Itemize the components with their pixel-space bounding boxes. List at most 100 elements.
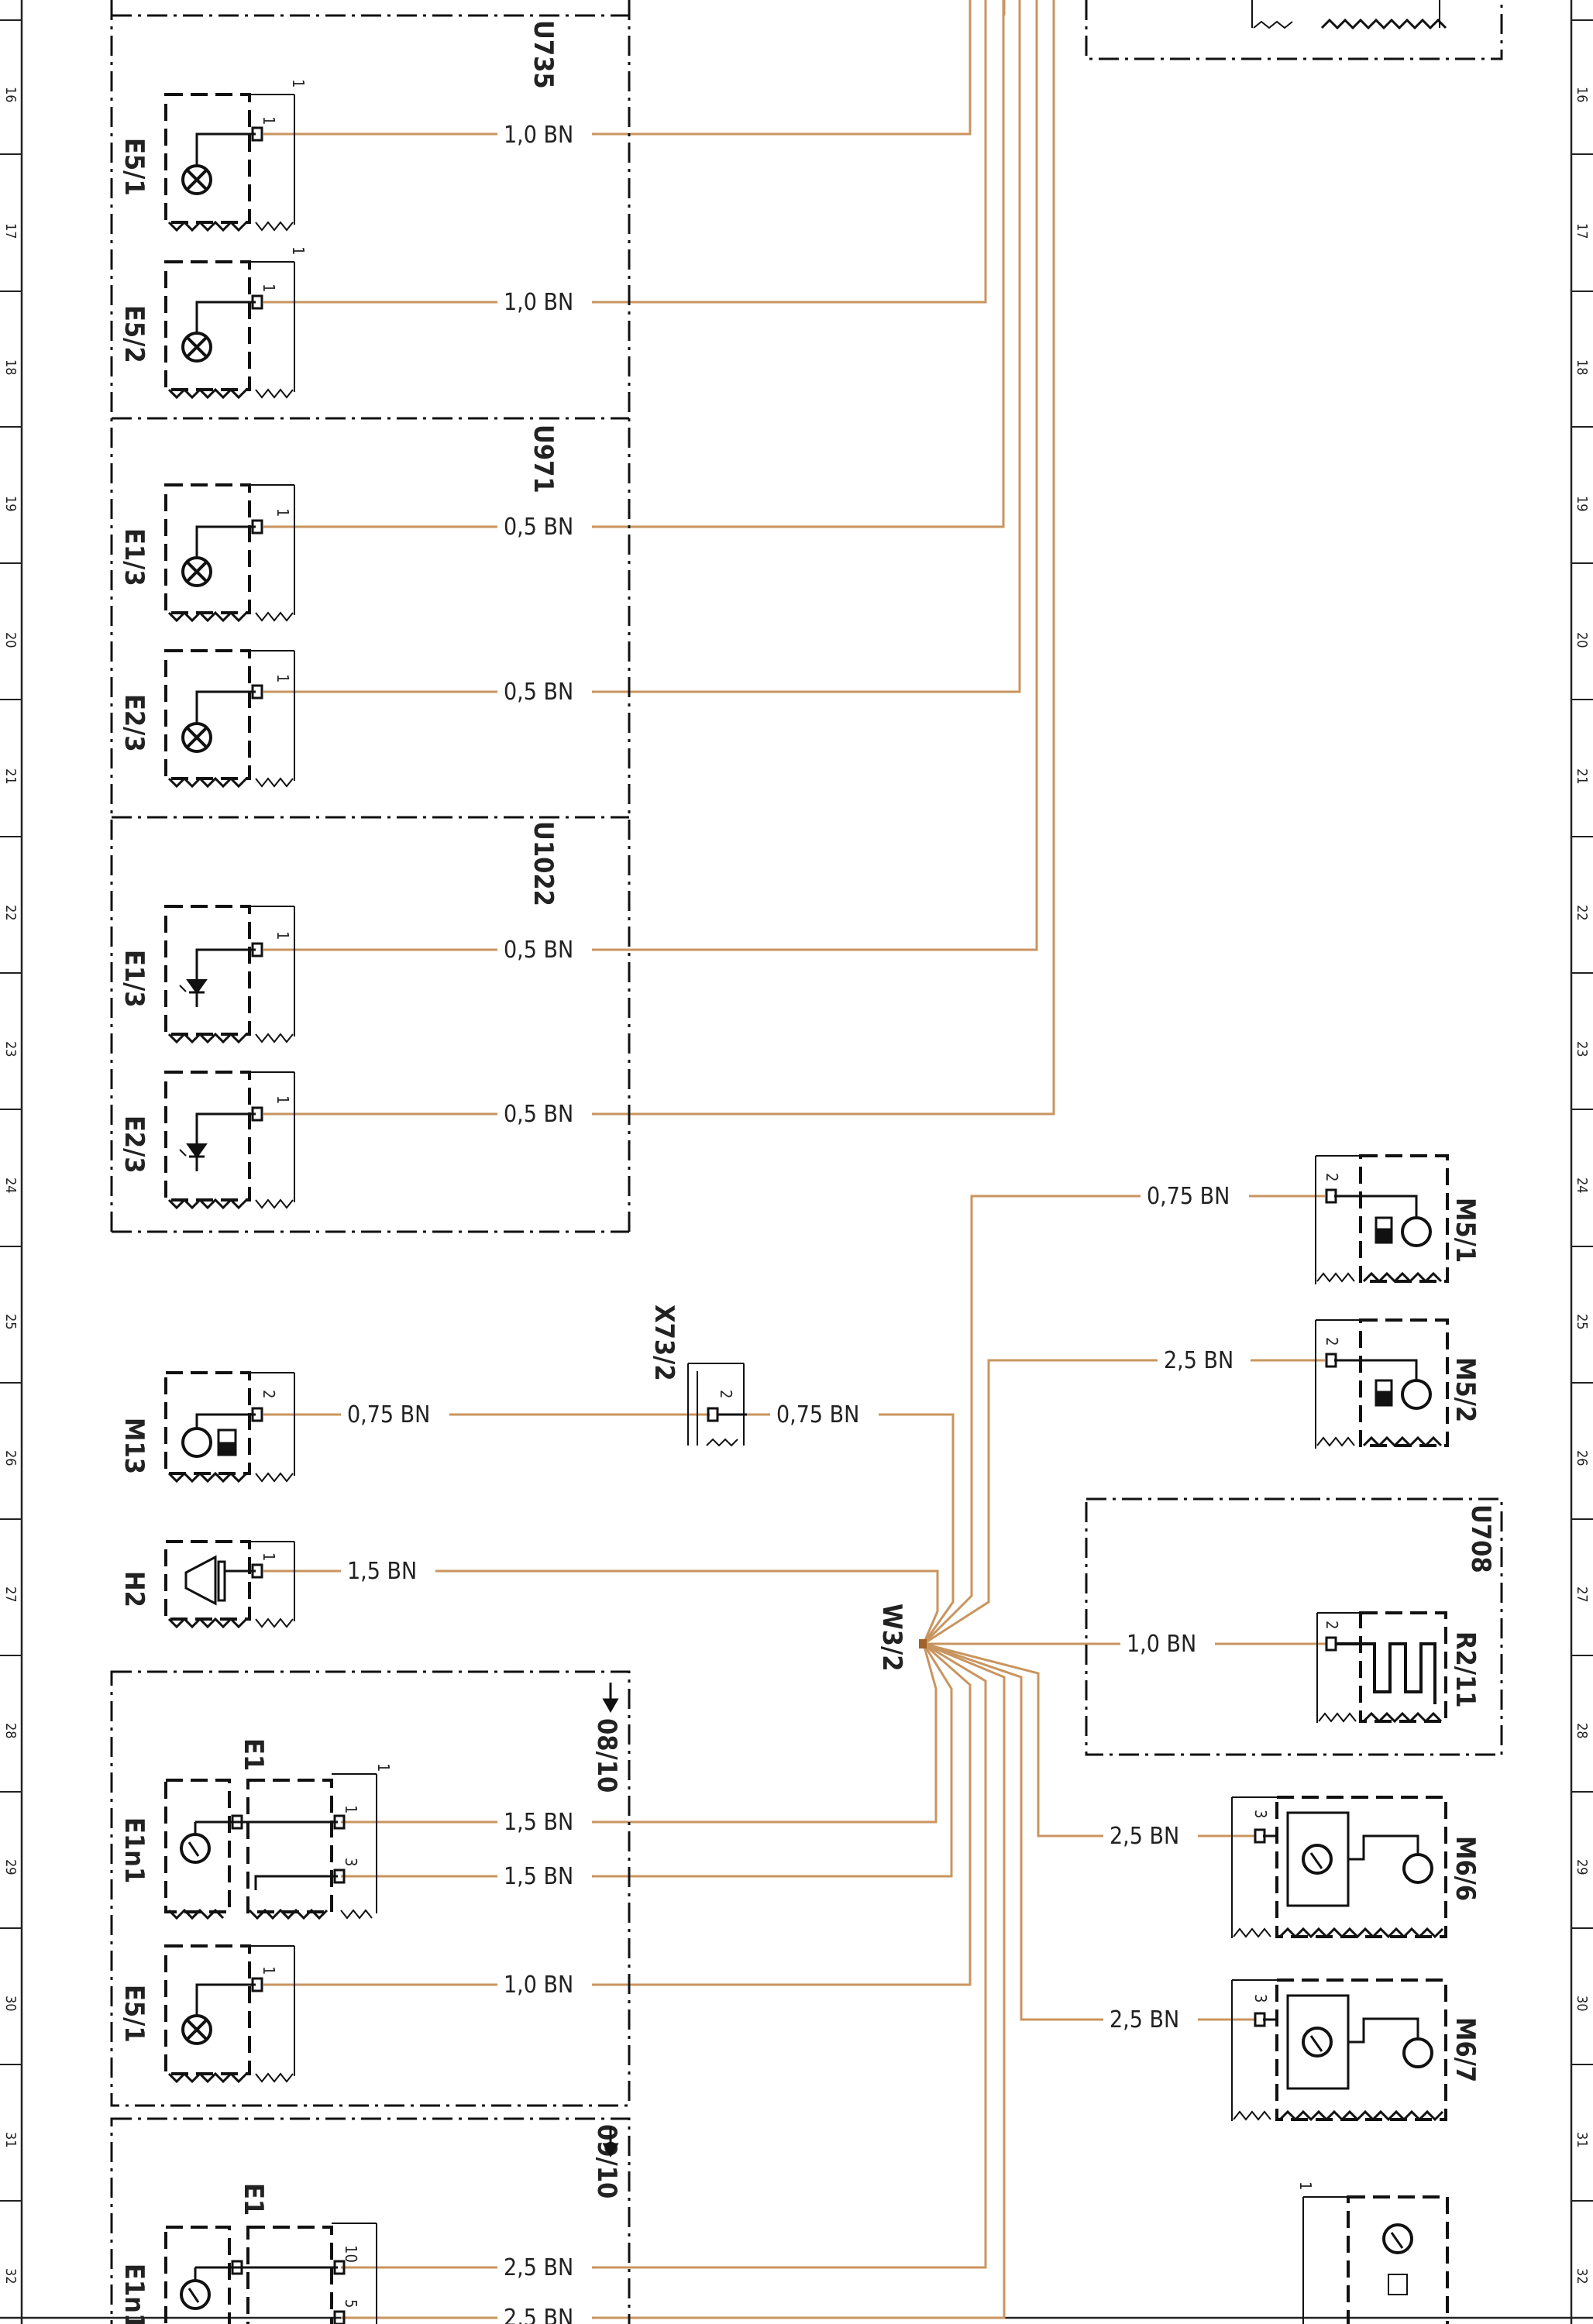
pin-number: 1 [260,1552,278,1561]
component-r2-11 [1316,1611,1447,1724]
label-e2-3-u1022: E2/3 [119,1116,150,1174]
row-number: 16 [2,87,19,103]
wire-m6-7 [923,1642,1255,2021]
label-e5-1-top: E5/1 [119,138,150,196]
row-number: 29 [1574,1859,1590,1875]
label-e5-2: E5/2 [119,305,150,363]
row-number: 26 [2,1450,19,1466]
wire-label: 0,5 BN [504,1101,573,1128]
wire-e1-p3 [341,1643,953,1878]
w3-2-splice [919,1639,927,1648]
row-grid-ticks [0,19,1593,2202]
label-x73-2: X73/2 [649,1305,680,1381]
row-number: 20 [1574,632,1590,648]
wire-m5-2 [923,1359,1325,1645]
pin-number: 1 [289,246,308,255]
wire-labels: 1,0 BN 1,0 BN 0,5 BN 0,5 BN 0,5 BN 0,5 B… [341,121,1251,2324]
row-number: 25 [1574,1314,1590,1330]
component-m5-2 [1315,1318,1449,1449]
components-right [1231,0,1449,2324]
component-h2 [164,1540,295,1629]
label-e1n1-a: E1n1 [119,1817,150,1883]
row-number: 32 [1574,2268,1590,2284]
component-e2-3-u1022 [164,1071,295,1210]
component-partial-bottom-right [1302,2195,1449,2324]
block-arrows [602,1683,619,2158]
group-label-u735: U735 [528,20,559,89]
label-e1-b: E1 [238,2183,269,2216]
row-number: 24 [1574,1177,1590,1194]
wire-e5-1-top [263,0,972,136]
component-x73-2 [687,1363,747,1447]
group-label-0810: 08/10 [591,1718,622,1793]
row-number: 27 [1574,1587,1590,1603]
wire-label: 2,5 BN [1164,1347,1233,1374]
component-e5-1-bottom [164,1944,295,2084]
wire-e2-3-u1022 [263,0,1055,1116]
group-label-0910: 09/10 [591,2124,622,2199]
wire-e1-3-u971 [263,0,1005,528]
row-numbers-right: 16 17 18 19 20 21 22 23 24 25 26 27 28 2… [1574,87,1590,2284]
pin-number: 1 [374,1763,393,1772]
row-number: 22 [2,905,19,921]
pin-number: 1 [260,284,278,292]
pin-number: 1 [274,674,292,682]
row-number: 23 [1574,1041,1590,1057]
wire-label: 2,5 BN [1110,2006,1179,2033]
wire-e5-2 [263,0,987,304]
component-e1-b [164,2223,377,2324]
row-number: 26 [1574,1450,1590,1466]
row-number: 25 [2,1314,19,1330]
wire-label: 2,5 BN [504,2254,573,2281]
wire-harness [263,0,1326,2319]
group-label-u971: U971 [528,425,559,493]
row-number: 21 [1574,768,1590,785]
wire-m5-1 [922,1195,1325,1645]
block-0910-box [110,2117,631,2324]
wire-x73 [747,1413,955,1645]
wire-e1-p1 [341,1643,938,1824]
pin-number: 1 [260,1966,278,1975]
label-w3-2: W3/2 [876,1604,907,1672]
wire-e1-3-u1022 [263,0,1038,951]
row-number: 29 [2,1859,19,1875]
row-number: 21 [2,768,19,785]
wire-label: 1,0 BN [504,289,573,316]
pin-number: 1 [274,1095,292,1104]
label-e1-3-u971: E1/3 [119,528,150,586]
row-number: 18 [1574,359,1590,376]
wire-label: 1,0 BN [504,1972,573,1999]
row-number: 19 [1574,496,1590,512]
row-number: 28 [2,1723,19,1739]
label-e1-3-u1022: E1/3 [119,950,150,1008]
row-numbers-left: 16 17 18 19 20 21 22 23 24 25 26 27 28 2… [2,87,19,2284]
row-number: 16 [1574,87,1590,103]
label-e1-a: E1 [238,1738,269,1771]
row-number: 31 [2,2132,19,2148]
group-label-u1022: U1022 [528,821,559,906]
pin-number: 3 [342,1858,360,1866]
component-m6-7 [1231,1978,1447,2122]
label-m6-6: M6/6 [1450,1836,1481,1901]
pin-number: 5 [342,2299,360,2308]
group-labels: U735 U971 U1022 U708 08/10 09/10 [528,20,1496,2199]
components-left [164,93,377,2324]
component-labels: E5/1 E5/2 E1/3 E2/3 E1/3 E2/3 M13 H2 E1 … [119,138,1481,2324]
row-number: 27 [2,1587,19,1603]
component-e1-3-u1022 [164,905,295,1044]
label-m13: M13 [119,1418,150,1474]
wire-label: 2,5 BN [504,2305,573,2324]
row-number: 19 [2,496,19,512]
wire-label: 0,5 BN [504,937,573,964]
block-0810-box [110,1670,631,2107]
pin-number: 1 [274,508,292,517]
pin-number: 2 [1323,1621,1341,1629]
component-e1-3-u971 [164,483,295,623]
row-number: 17 [2,223,19,239]
row-number: 32 [2,2268,19,2284]
pin-number: 2 [260,1390,278,1398]
row-number: 22 [1574,905,1590,921]
label-r2-11: R2/11 [1450,1631,1481,1708]
label-m5-2: M5/2 [1450,1357,1481,1422]
